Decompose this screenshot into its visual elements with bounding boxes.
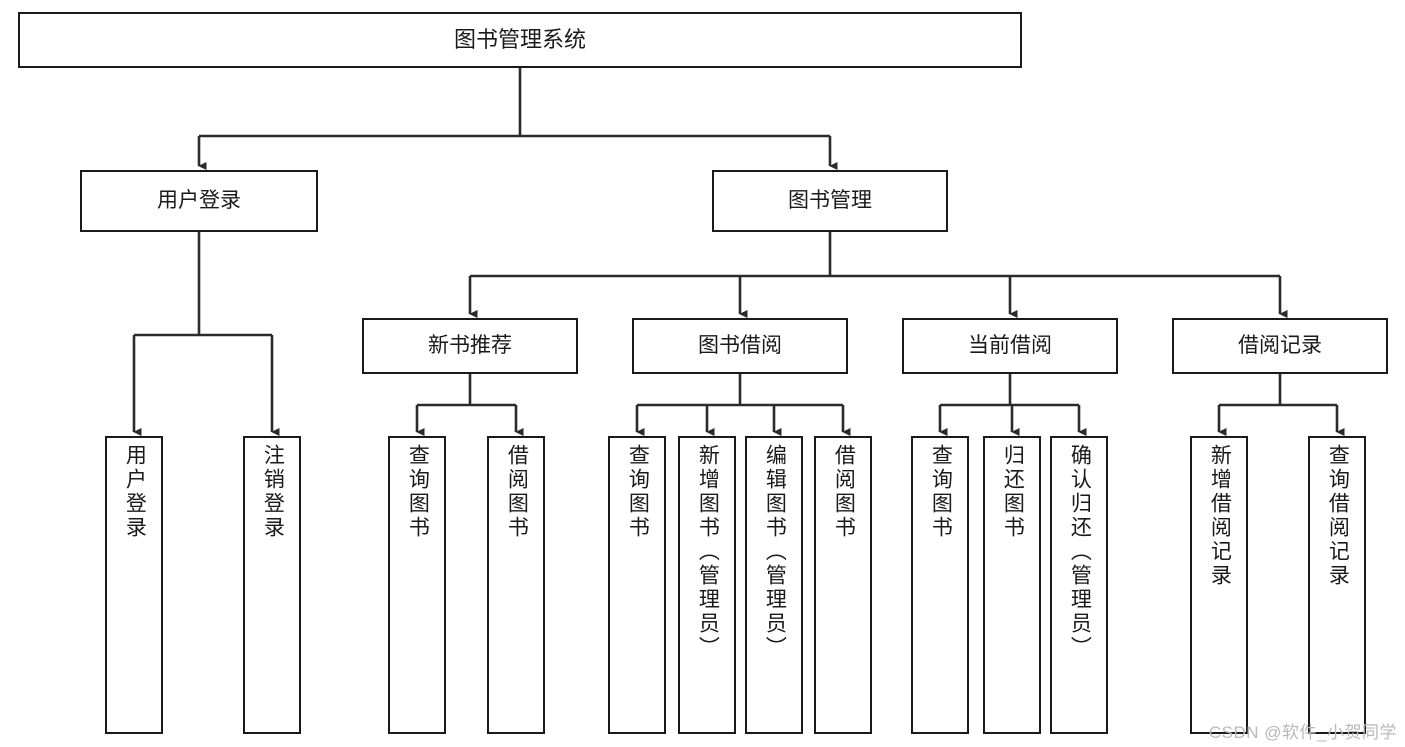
leaf-borrow-book-label: 借阅图书 [832, 444, 856, 540]
node-borrow-record[interactable]: 借阅记录 [1172, 318, 1388, 374]
node-new-book-recommend[interactable]: 新书推荐 [362, 318, 578, 374]
node-current-borrow[interactable]: 当前借阅 [902, 318, 1118, 374]
leaf-user-login[interactable]: 用户登录 [105, 436, 163, 734]
leaf-query-book-borrow[interactable]: 查询图书 [608, 436, 666, 734]
leaf-edit-book-admin-label: 编辑图书（管理员） [763, 444, 787, 660]
leaf-borrow-book[interactable]: 借阅图书 [814, 436, 872, 734]
node-book-management[interactable]: 图书管理 [712, 170, 948, 232]
leaf-confirm-return-admin-label: 确认归还（管理员） [1068, 444, 1092, 660]
leaf-query-book-borrow-label: 查询图书 [626, 444, 650, 540]
node-user-login-label: 用户登录 [157, 188, 241, 212]
node-root[interactable]: 图书管理系统 [18, 12, 1022, 68]
node-current-borrow-label: 当前借阅 [968, 333, 1052, 357]
leaf-user-login-label: 用户登录 [123, 444, 147, 540]
leaf-return-book-label: 归还图书 [1001, 444, 1025, 540]
node-root-label: 图书管理系统 [453, 27, 586, 53]
leaf-confirm-return-admin[interactable]: 确认归还（管理员） [1050, 436, 1108, 734]
leaf-edit-book-admin[interactable]: 编辑图书（管理员） [745, 436, 803, 734]
leaf-add-book-admin-label: 新增图书（管理员） [696, 444, 720, 660]
leaf-query-book-current[interactable]: 查询图书 [911, 436, 969, 734]
leaf-add-borrow-record[interactable]: 新增借阅记录 [1190, 436, 1248, 734]
leaf-query-book-newbook[interactable]: 查询图书 [388, 436, 446, 734]
leaf-add-book-admin[interactable]: 新增图书（管理员） [678, 436, 736, 734]
leaf-return-book[interactable]: 归还图书 [983, 436, 1041, 734]
leaf-borrow-book-newbook-label: 借阅图书 [505, 444, 529, 540]
node-book-borrow-label: 图书借阅 [698, 333, 782, 357]
leaf-add-borrow-record-label: 新增借阅记录 [1208, 444, 1232, 588]
node-new-book-recommend-label: 新书推荐 [428, 333, 512, 357]
leaf-logout-login-label: 注销登录 [261, 444, 285, 540]
node-book-borrow[interactable]: 图书借阅 [632, 318, 848, 374]
leaf-query-book-newbook-label: 查询图书 [406, 444, 430, 540]
node-borrow-record-label: 借阅记录 [1238, 333, 1322, 357]
leaf-query-book-current-label: 查询图书 [929, 444, 953, 540]
node-book-management-label: 图书管理 [788, 188, 872, 212]
leaf-query-borrow-record-label: 查询借阅记录 [1326, 444, 1350, 588]
leaf-logout-login[interactable]: 注销登录 [243, 436, 301, 734]
node-user-login[interactable]: 用户登录 [80, 170, 318, 232]
leaf-query-borrow-record[interactable]: 查询借阅记录 [1308, 436, 1366, 734]
leaf-borrow-book-newbook[interactable]: 借阅图书 [487, 436, 545, 734]
